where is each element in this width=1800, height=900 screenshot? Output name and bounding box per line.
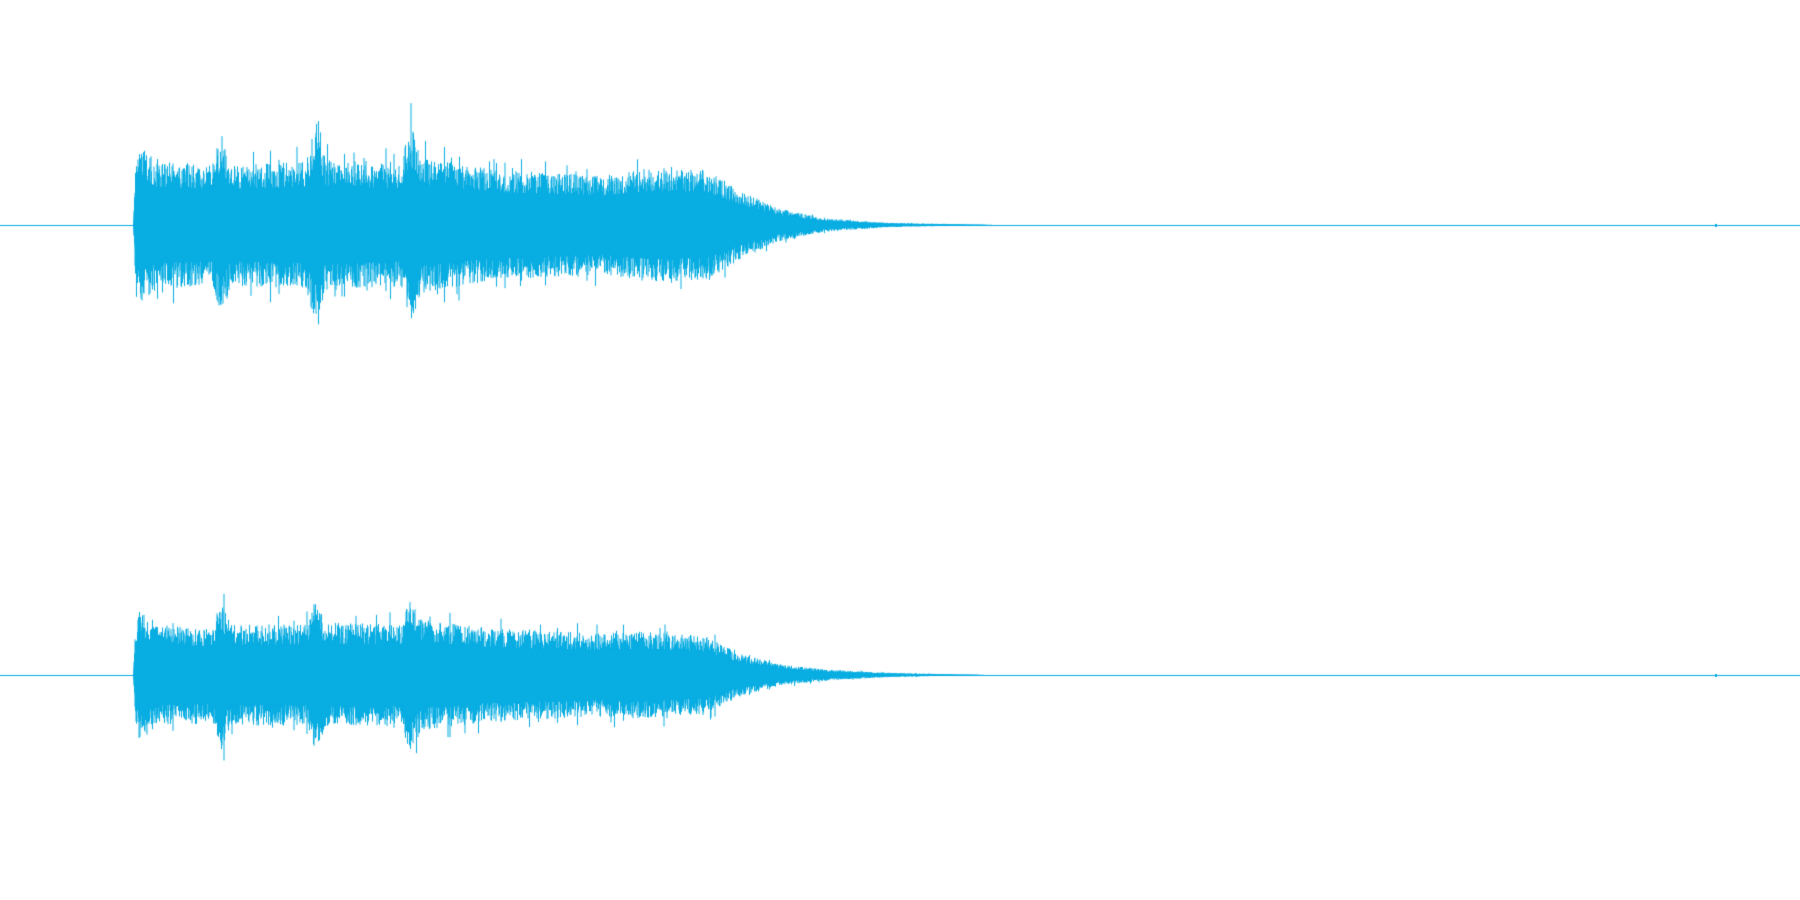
audio-waveform [0,0,1800,900]
